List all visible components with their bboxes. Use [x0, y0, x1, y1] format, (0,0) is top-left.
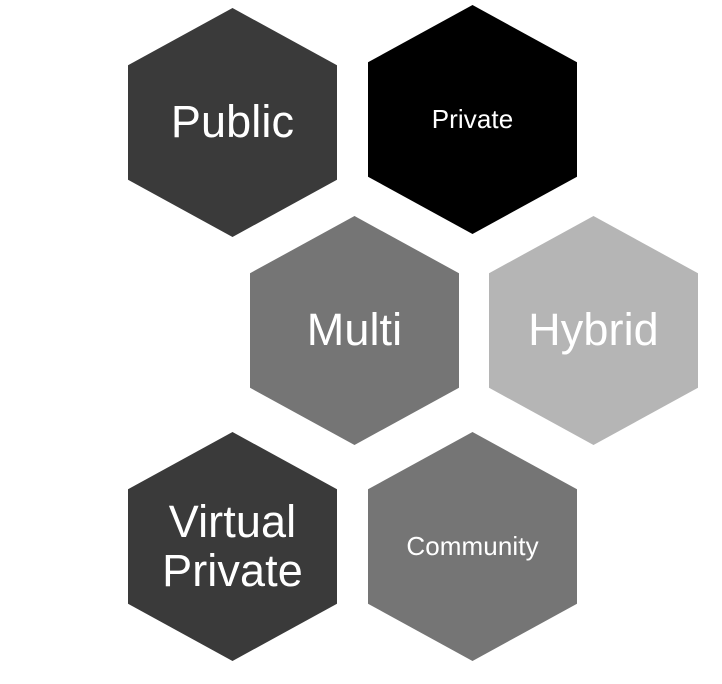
hex-cell-private[interactable]: Private — [368, 5, 577, 234]
hexagon-shape-public — [128, 8, 337, 237]
hex-cell-community[interactable]: Community — [368, 432, 577, 661]
hexagon-shape-private — [368, 5, 577, 234]
hex-cell-virtual-private[interactable]: Virtual Private — [128, 432, 337, 661]
hexagon-shape-virtual-private — [128, 432, 337, 661]
hexagon-shape-community — [368, 432, 577, 661]
hex-cell-public[interactable]: Public — [128, 8, 337, 237]
hex-cell-multi[interactable]: Multi — [250, 216, 459, 445]
hex-cell-hybrid[interactable]: Hybrid — [489, 216, 698, 445]
hexagon-shape-hybrid — [489, 216, 698, 445]
hexagon-shape-multi — [250, 216, 459, 445]
